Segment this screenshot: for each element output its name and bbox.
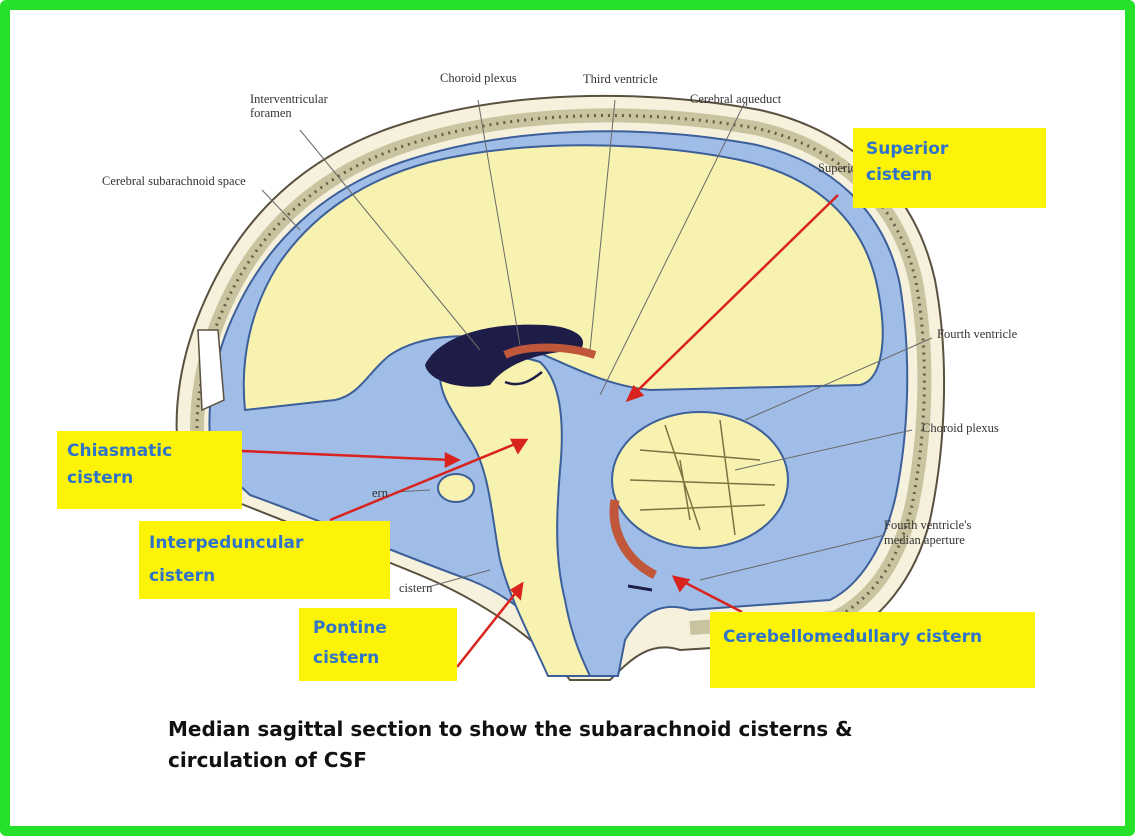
label-interventricular-2: foramen: [250, 106, 292, 120]
pontine-cistern-label-2: cistern: [313, 646, 379, 670]
interpeduncular-cistern-box: Interpeduncular cistern: [139, 521, 390, 599]
cerebellomedullary-cistern-box: Cerebellomedullary cistern: [710, 612, 1035, 688]
label-cerebral-subarachnoid-space: Cerebral subarachnoid space: [102, 174, 246, 188]
label-cistern-partial-2: cistern: [399, 581, 433, 595]
label-fourth-ventricle: Fourth ventricle: [937, 327, 1018, 341]
pontine-cistern-box: Pontine cistern: [299, 608, 457, 681]
interpeduncular-cistern-label-2: cistern: [149, 564, 215, 588]
label-cerebral-aqueduct: Cerebral aqueduct: [690, 92, 782, 106]
label-choroid-plexus-lower: Choroid plexus: [922, 421, 999, 435]
chiasmatic-cistern-label-2: cistern: [67, 466, 133, 490]
caption-line-1: Median sagittal section to show the suba…: [168, 714, 1028, 745]
figure-caption: Median sagittal section to show the suba…: [168, 714, 1028, 776]
label-median-aperture-2: median aperture: [884, 533, 965, 547]
label-interventricular-1: Interventricular: [250, 92, 329, 106]
pontine-cistern-label-1: Pontine: [313, 616, 387, 640]
cerebellomedullary-cistern-label: Cerebellomedullary cistern: [723, 625, 982, 649]
caption-line-2: circulation of CSF: [168, 745, 1028, 776]
chiasmatic-cistern-box: Chiasmatic cistern: [57, 431, 242, 509]
superior-cistern-box: Superior cistern: [853, 128, 1046, 208]
label-median-aperture-1: Fourth ventricle's: [884, 518, 971, 532]
label-choroid-plexus-top: Choroid plexus: [440, 71, 517, 85]
superior-cistern-label-1: Superior: [866, 137, 948, 161]
interpeduncular-cistern-label-1: Interpeduncular: [149, 531, 303, 555]
label-third-ventricle: Third ventricle: [583, 72, 658, 86]
label-superio-partial: Superio: [818, 161, 857, 175]
label-cistern-partial-1: ern: [372, 486, 389, 500]
chiasmatic-cistern-label-1: Chiasmatic: [67, 439, 172, 463]
superior-cistern-label-2: cistern: [866, 163, 932, 187]
optic-chiasm: [438, 474, 474, 502]
